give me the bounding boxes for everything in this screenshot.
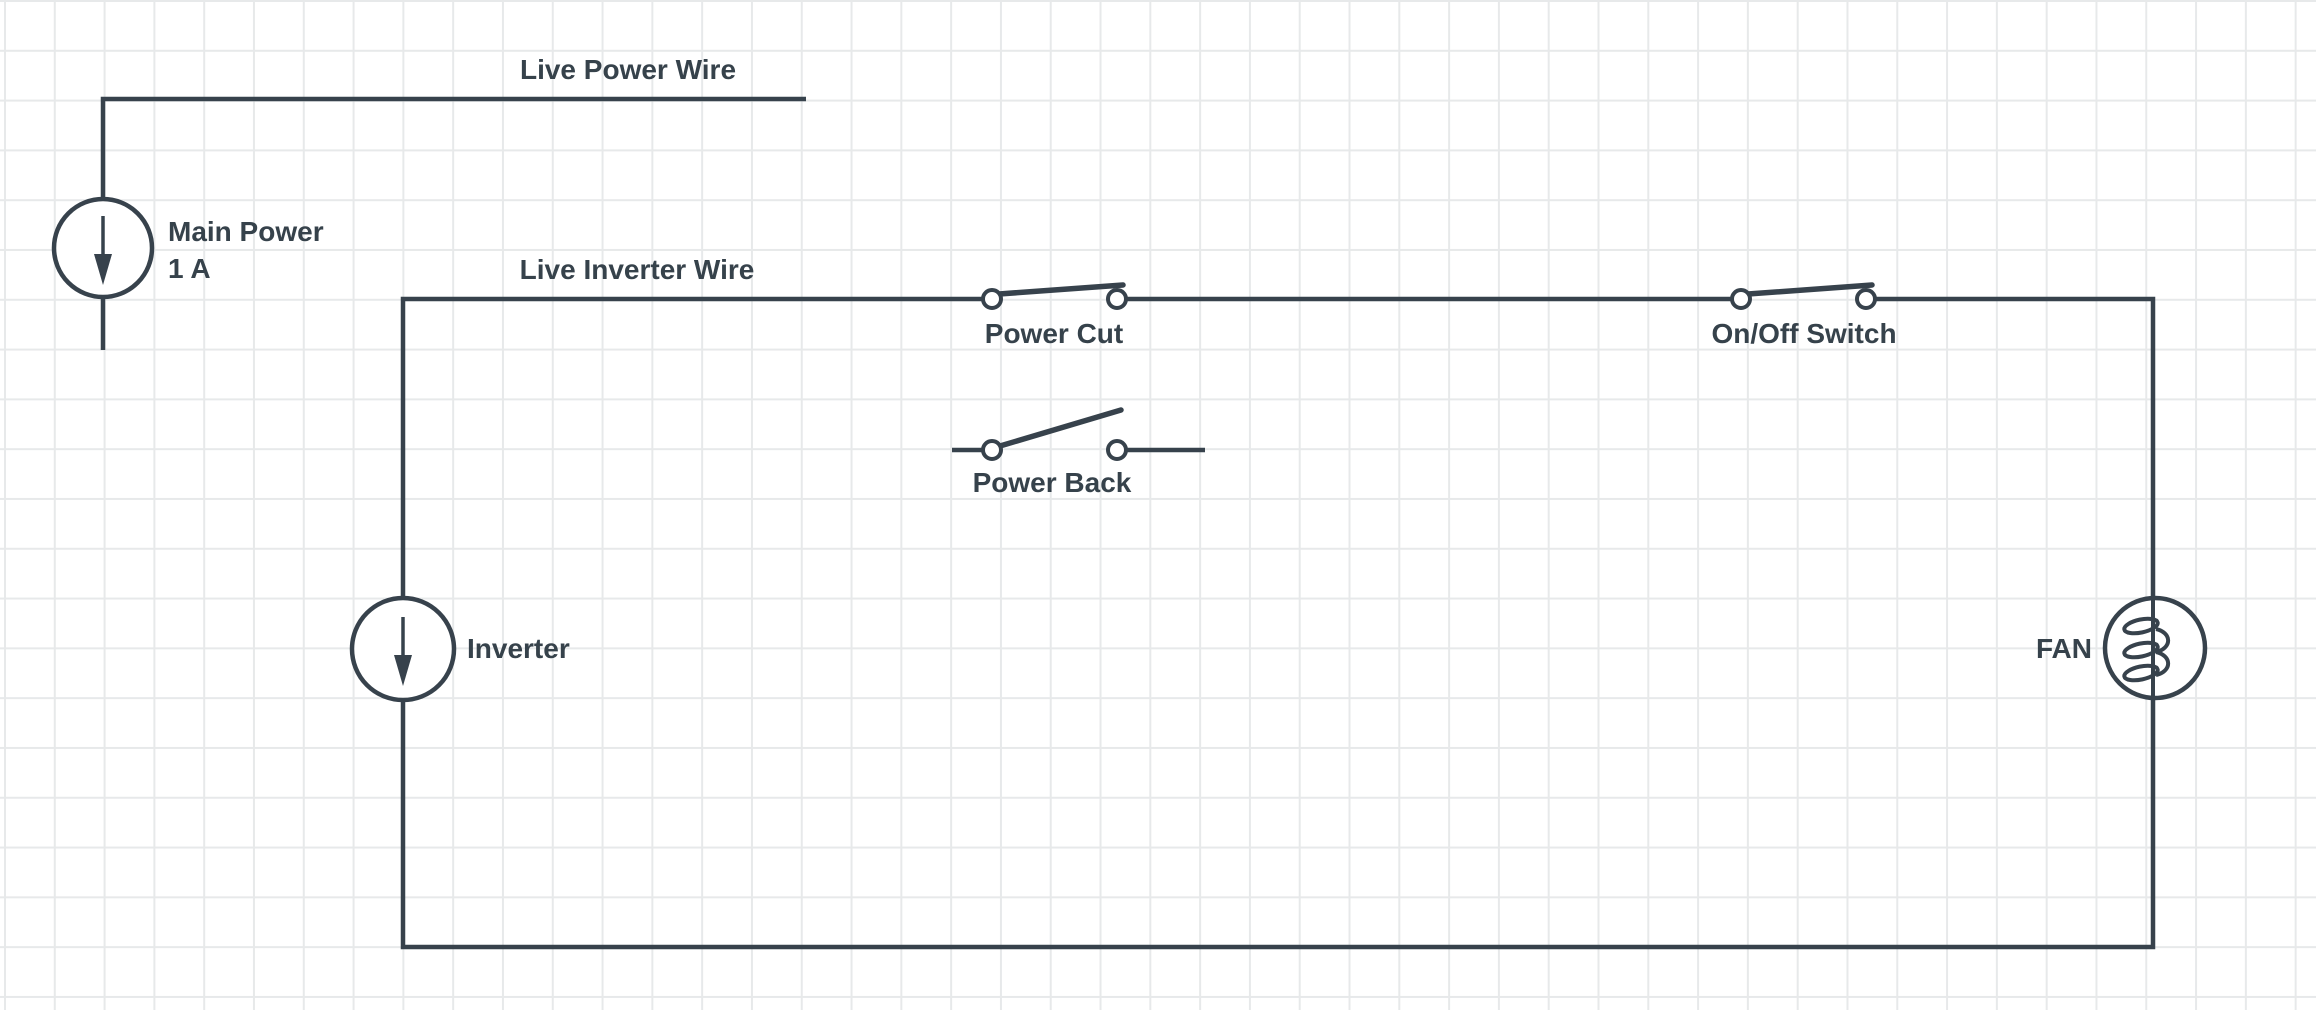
switch-blade[interactable] — [996, 282, 1126, 297]
current-arrow-icon — [394, 655, 412, 686]
switch-contact-right — [1855, 288, 1877, 310]
switch-contact-right — [1106, 288, 1128, 310]
switch-contact-right — [1106, 439, 1128, 461]
live-inverter-wire[interactable] — [400, 296, 2156, 950]
power-back-label[interactable]: Power Back — [972, 467, 1132, 498]
coil-loop-2 — [2122, 640, 2160, 660]
coil-turn-bridge-1 — [2155, 627, 2171, 654]
main-power-label[interactable]: Main Power 1 A — [168, 213, 324, 287]
inverter-label[interactable]: Inverter — [467, 633, 570, 664]
fan-load[interactable] — [2102, 595, 2208, 701]
switch-contact-left — [981, 288, 1003, 310]
main-power-label-value[interactable]: 1 A — [168, 253, 211, 284]
loop-bottom-segment[interactable] — [400, 698, 2156, 950]
coil-turn-bridge-2 — [2155, 650, 2171, 677]
inverter-source[interactable] — [349, 595, 457, 703]
loop-top-right-segment[interactable] — [1875, 296, 2156, 598]
loop-top-left-segment[interactable] — [400, 296, 983, 598]
switch-contact-left — [981, 439, 1003, 461]
on-off-switch-label[interactable]: On/Off Switch — [1711, 318, 1897, 349]
main-power-label-name[interactable]: Main Power — [168, 216, 324, 247]
power-cut-label[interactable]: Power Cut — [984, 318, 1124, 349]
switch-blade[interactable] — [997, 407, 1124, 449]
coil-loop-3 — [2122, 663, 2160, 683]
switch-contact-left — [1730, 288, 1752, 310]
coil-loop-1 — [2122, 616, 2160, 636]
live-power-wire-label[interactable]: Live Power Wire — [519, 54, 737, 85]
current-arrow-icon — [94, 254, 112, 285]
live-power-wire-path[interactable] — [100, 96, 806, 199]
on-off-switch[interactable] — [1730, 282, 1877, 310]
live-inverter-wire-label[interactable]: Live Inverter Wire — [519, 254, 755, 285]
power-back-switch[interactable] — [952, 407, 1205, 461]
power-cut-switch[interactable] — [981, 282, 1128, 310]
switch-blade[interactable] — [1745, 282, 1875, 297]
fan-label[interactable]: FAN — [2036, 633, 2092, 664]
live-power-wire[interactable] — [100, 96, 806, 199]
main-power-source[interactable] — [51, 196, 155, 350]
